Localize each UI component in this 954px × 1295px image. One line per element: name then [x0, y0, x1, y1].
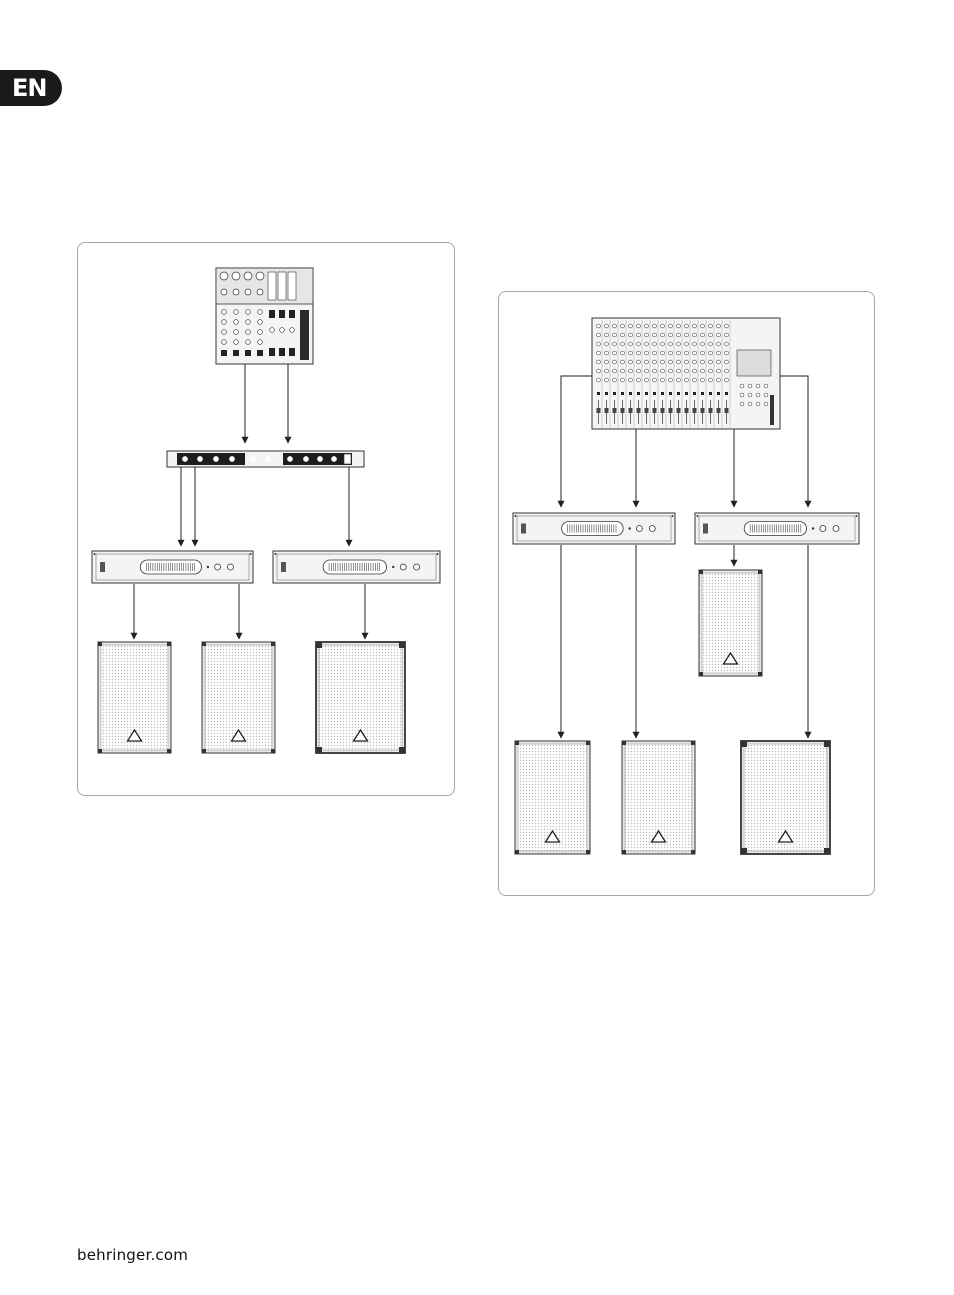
signal-lines-left	[134, 364, 365, 639]
speaker-left-1	[98, 642, 171, 753]
speaker-left-2	[202, 642, 275, 753]
monitor-right	[699, 570, 762, 676]
signal-lines-right	[561, 376, 808, 738]
speaker-right-1	[515, 741, 590, 854]
speaker-right-2	[622, 741, 695, 854]
subwoofer-left	[316, 642, 405, 753]
crossover	[167, 451, 364, 467]
mixer-large	[592, 318, 780, 429]
subwoofer-right	[741, 741, 830, 854]
mixer-small	[216, 268, 313, 364]
amplifier-left-2	[273, 551, 440, 583]
amplifier-right-1	[513, 513, 675, 544]
footer-url: behringer.com	[77, 1246, 188, 1264]
amplifier-left-1	[92, 551, 253, 583]
amplifier-right-2	[695, 513, 859, 544]
